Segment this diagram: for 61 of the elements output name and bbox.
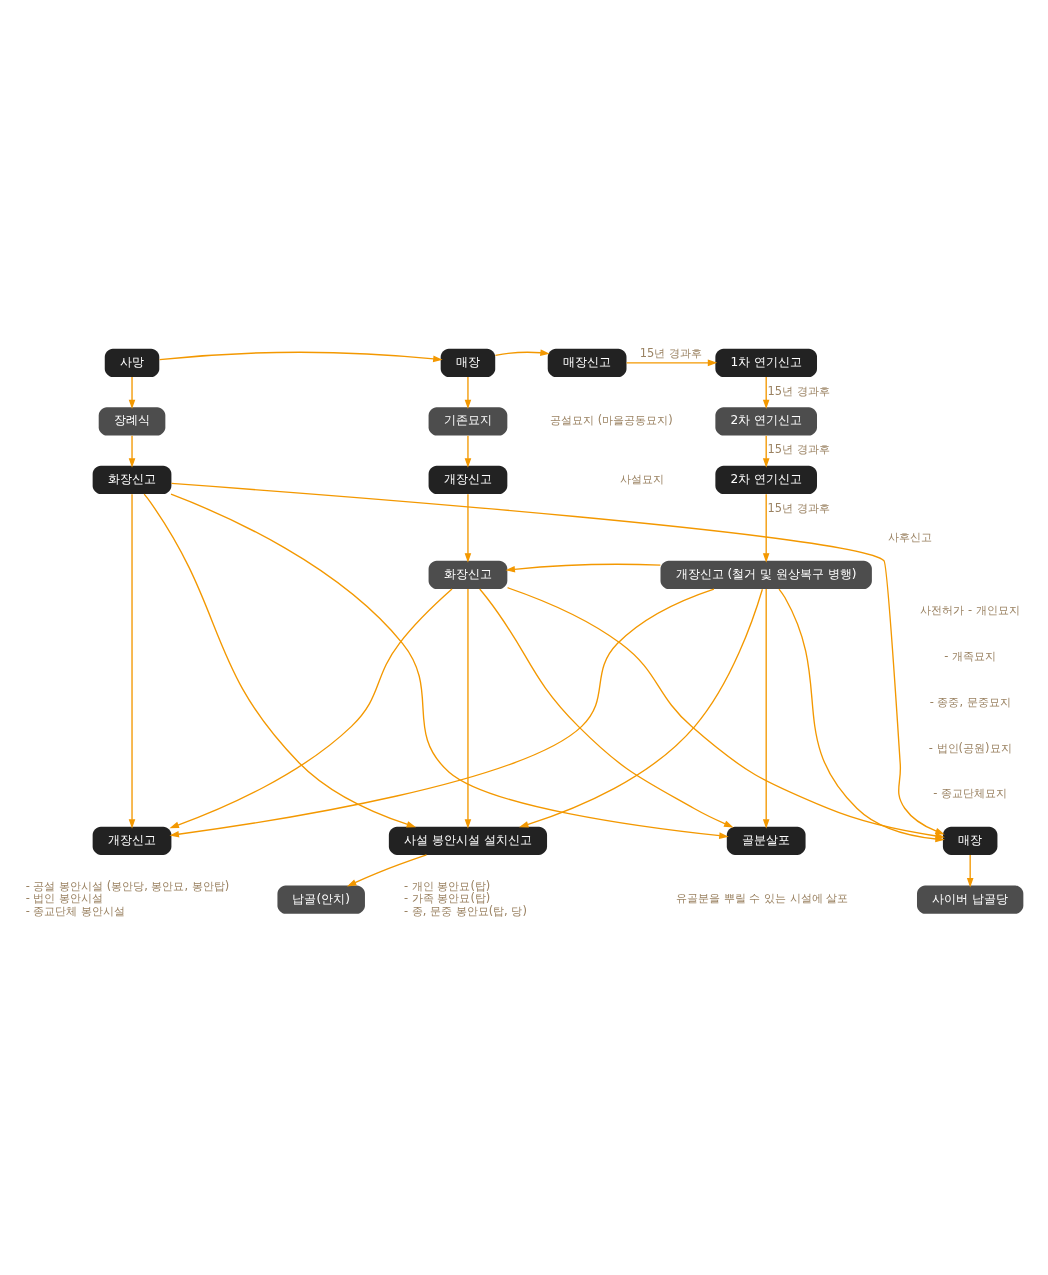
label: - 종중, 문중묘지 <box>929 694 1011 709</box>
arrow <box>128 376 136 410</box>
node-box: 화장신고 <box>428 560 508 590</box>
edge-label: 15년 경과후 <box>767 383 830 398</box>
node-box: 개장신고 <box>92 826 172 855</box>
arrow <box>464 376 472 410</box>
node-label: - 종, 문중 봉안묘(탑, 당) <box>404 904 527 919</box>
node-box: 화장신고 <box>92 465 172 495</box>
node-box: 장례식 <box>98 407 166 436</box>
node-box: 사이버 납골당 <box>917 885 1024 914</box>
label: 공설묘지 (마을공동묘지) <box>550 413 673 428</box>
node-label: 유골분을 뿌릴 수 있는 시설에 살포 <box>675 891 849 906</box>
node-box: 2차 연기신고 <box>715 407 817 436</box>
edge-label: 15년 경과후 <box>767 501 830 516</box>
label: - 종교단체묘지 <box>933 786 1008 801</box>
arrow <box>346 854 428 887</box>
arrow <box>128 434 136 468</box>
edge-label: 15년 경과후 <box>639 346 703 361</box>
arrow <box>169 588 715 838</box>
arrow <box>170 482 945 835</box>
node-label: - 가족 봉안묘(탑) <box>404 891 491 906</box>
label: 사설묘지 <box>620 471 665 486</box>
arrow <box>505 563 662 573</box>
arrow <box>170 493 729 839</box>
label: - 법인(공원)묘지 <box>928 740 1012 755</box>
arrow <box>464 493 472 563</box>
node-box: 개장신고 <box>428 465 508 495</box>
arrow <box>169 588 453 829</box>
arrow <box>762 588 770 829</box>
arrow <box>625 359 718 367</box>
arrow <box>479 588 734 828</box>
arrow <box>143 493 417 828</box>
edge-label: 15년 경과후 <box>767 442 830 457</box>
node-box: 매장 <box>440 348 496 377</box>
arrow <box>966 854 974 888</box>
node-box: 매장 <box>942 826 998 855</box>
node-box: 사설 봉안시설 설치신고 <box>388 826 548 855</box>
arrow <box>519 588 764 828</box>
arrow <box>464 588 472 829</box>
label: 사전허가 - 개인묘지 <box>920 603 1020 618</box>
node-label: - 법인 봉안시설 <box>25 891 104 906</box>
node-box: 사망 <box>104 348 160 377</box>
arrow <box>464 434 472 468</box>
node-label: - 공설 봉안시설 (봉안당, 봉안묘, 봉안탑) <box>25 878 230 893</box>
node-box: 2차 연기신고 <box>715 465 817 495</box>
arrow <box>128 493 136 829</box>
arrow <box>494 349 550 356</box>
arrow <box>762 493 770 563</box>
node-box: 골분살포 <box>726 826 806 855</box>
node-box: 납골(안치) <box>277 885 365 914</box>
node-label: - 개인 봉안묘(탑) <box>404 878 491 893</box>
label: 사후신고 <box>888 529 933 544</box>
label: - 개족묘지 <box>944 649 997 664</box>
arrow <box>762 434 770 468</box>
arrow <box>158 351 443 363</box>
node-box: 매장신고 <box>547 348 627 377</box>
node-box: 1차 연기신고 <box>715 348 817 377</box>
arrow <box>762 376 770 410</box>
node-box: 개장신고 (철거 및 원상복구 병행) <box>660 560 872 590</box>
node-box: 기존묘지 <box>428 407 508 436</box>
node-label: - 종교단체 봉안시설 <box>25 904 126 919</box>
